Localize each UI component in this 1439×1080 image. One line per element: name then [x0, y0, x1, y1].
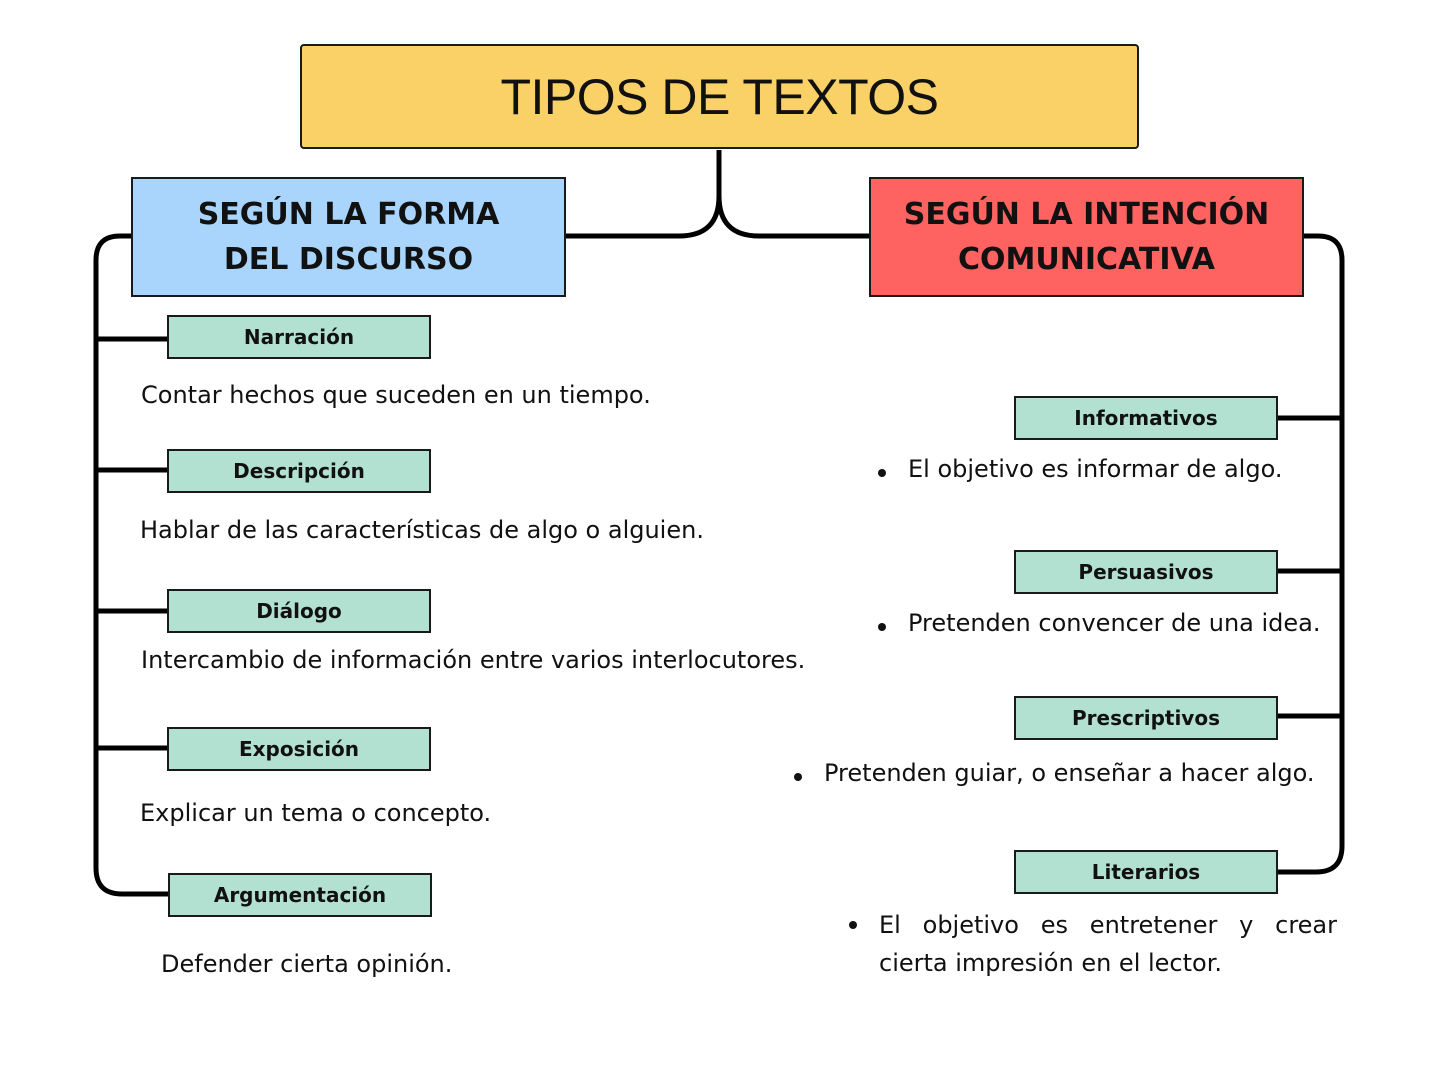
description-persuasivos: Pretenden convencer de una idea.: [878, 609, 1321, 637]
category-intencion-comunicativa: SEGÚN LA INTENCIÓN COMUNICATIVA: [869, 177, 1304, 297]
subtype-label: Informativos: [1074, 406, 1218, 430]
subtype-argumentacion: Argumentación: [168, 873, 432, 917]
category-heading-line1: SEGÚN LA INTENCIÓN: [903, 197, 1270, 232]
connector-title-to-right: [716, 195, 869, 239]
description-prescriptivos: Pretenden guiar, o enseñar a hacer algo.: [794, 759, 1315, 787]
subtype-label: Persuasivos: [1078, 560, 1214, 584]
subtype-label: Exposición: [238, 737, 360, 761]
subtype-label: Descripción: [233, 459, 365, 483]
description-argumentacion: Defender cierta opinión.: [161, 950, 453, 978]
subtype-persuasivos: Persuasivos: [1014, 550, 1278, 594]
description-informativos: El objetivo es informar de algo.: [878, 455, 1282, 483]
subtype-label: Argumentación: [213, 883, 387, 907]
category-heading-line1: SEGÚN LA FORMA: [197, 197, 500, 232]
bullet-icon: [849, 921, 857, 929]
subtype-literarios: Literarios: [1014, 850, 1278, 894]
connector-title-to-left: [566, 150, 722, 239]
subtype-informativos: Informativos: [1014, 396, 1278, 440]
subtype-label: Diálogo: [256, 599, 342, 623]
description-narracion: Contar hechos que suceden en un tiempo.: [141, 381, 651, 409]
subtype-label: Narración: [243, 325, 355, 349]
bullet-icon: [878, 623, 886, 631]
description-descripcion: Hablar de las características de algo o …: [140, 516, 704, 544]
description-dialogo: Intercambio de información entre varios …: [141, 646, 806, 674]
category-heading-line2: COMUNICATIVA: [958, 242, 1215, 277]
category-forma-del-discurso: SEGÚN LA FORMA DEL DISCURSO: [131, 177, 566, 297]
description-exposicion: Explicar un tema o concepto.: [140, 799, 492, 827]
subtype-label: Prescriptivos: [1072, 706, 1220, 730]
title-box: TIPOS DE TEXTOS: [300, 44, 1139, 149]
category-heading-line2: DEL DISCURSO: [223, 242, 474, 277]
subtype-exposicion: Exposición: [167, 727, 431, 771]
subtype-prescriptivos: Prescriptivos: [1014, 696, 1278, 740]
left-spine: [93, 233, 168, 897]
page-title: TIPOS DE TEXTOS: [500, 68, 939, 125]
subtype-descripcion: Descripción: [167, 449, 431, 493]
description-literarios: El objetivo es entretener y crear cierta…: [849, 906, 1337, 982]
subtype-dialogo: Diálogo: [167, 589, 431, 633]
bullet-icon: [878, 469, 886, 477]
subtype-narracion: Narración: [167, 315, 431, 359]
subtype-label: Literarios: [1091, 860, 1201, 884]
bullet-icon: [794, 773, 802, 781]
